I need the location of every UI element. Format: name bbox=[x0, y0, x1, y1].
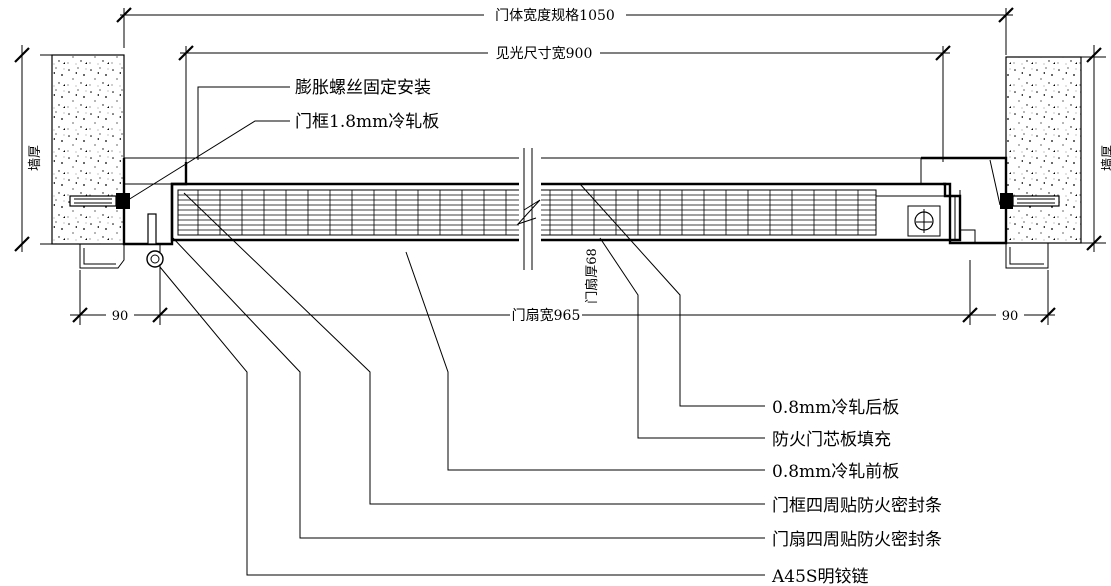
callout-leaders bbox=[159, 183, 765, 576]
left-wall bbox=[40, 54, 125, 245]
callout-frame-seal: 门框四周贴防火密封条 bbox=[772, 496, 942, 516]
expansion-bolt-left bbox=[69, 193, 130, 209]
right-wall bbox=[1005, 56, 1106, 244]
callout-labels: 0.8mm冷轧后板 防火门芯板填充 0.8mm冷轧前板 门框四周贴防火密封条 门… bbox=[771, 398, 942, 586]
right-offset-label: 90 bbox=[1002, 309, 1019, 324]
left-offset-label: 90 bbox=[112, 309, 129, 324]
door-frame bbox=[79, 156, 1049, 269]
wall-thickness-label-left: 墙厚 bbox=[28, 145, 43, 171]
leaf-thickness-label: 门扇厚68 bbox=[584, 248, 600, 304]
leaf-width-label: 门扇宽965 bbox=[512, 307, 581, 324]
door-body-width-label: 门体宽度规格1050 bbox=[495, 7, 615, 24]
expansion-bolt-callout-text: 膨胀螺丝固定安装 bbox=[295, 78, 431, 98]
clear-opening-label: 见光尺寸宽900 bbox=[496, 45, 593, 62]
wall-thickness-dimension-right: 墙厚 bbox=[1086, 45, 1111, 252]
expansion-bolt-right bbox=[1000, 193, 1060, 209]
callout-hinge: A45S明铰链 bbox=[771, 567, 869, 586]
callout-front-panel: 0.8mm冷轧前板 bbox=[772, 462, 899, 482]
callout-leaf-seal: 门扇四周贴防火密封条 bbox=[772, 530, 942, 550]
door-body-width-dimension: 门体宽度规格1050 bbox=[116, 6, 1014, 55]
callout-back-panel: 0.8mm冷轧后板 bbox=[772, 398, 899, 418]
door-leaf: 门扇厚68 bbox=[170, 148, 962, 304]
expansion-bolt-callout: 膨胀螺丝固定安装 bbox=[197, 78, 431, 160]
wall-thickness-dimension-left: 墙厚 bbox=[14, 45, 43, 252]
leaf-width-dimension: 90 90 门扇宽965 bbox=[70, 260, 1056, 325]
clear-opening-dimension: 见光尺寸宽900 bbox=[178, 45, 951, 162]
frame-material-callout-text: 门框1.8mm冷轧板 bbox=[295, 112, 439, 132]
wall-thickness-label-right: 墙厚 bbox=[1101, 145, 1111, 171]
hinge-icon bbox=[146, 213, 164, 268]
frame-material-callout: 门框1.8mm冷轧板 bbox=[127, 112, 439, 201]
callout-core-infill: 防火门芯板填充 bbox=[772, 430, 891, 450]
